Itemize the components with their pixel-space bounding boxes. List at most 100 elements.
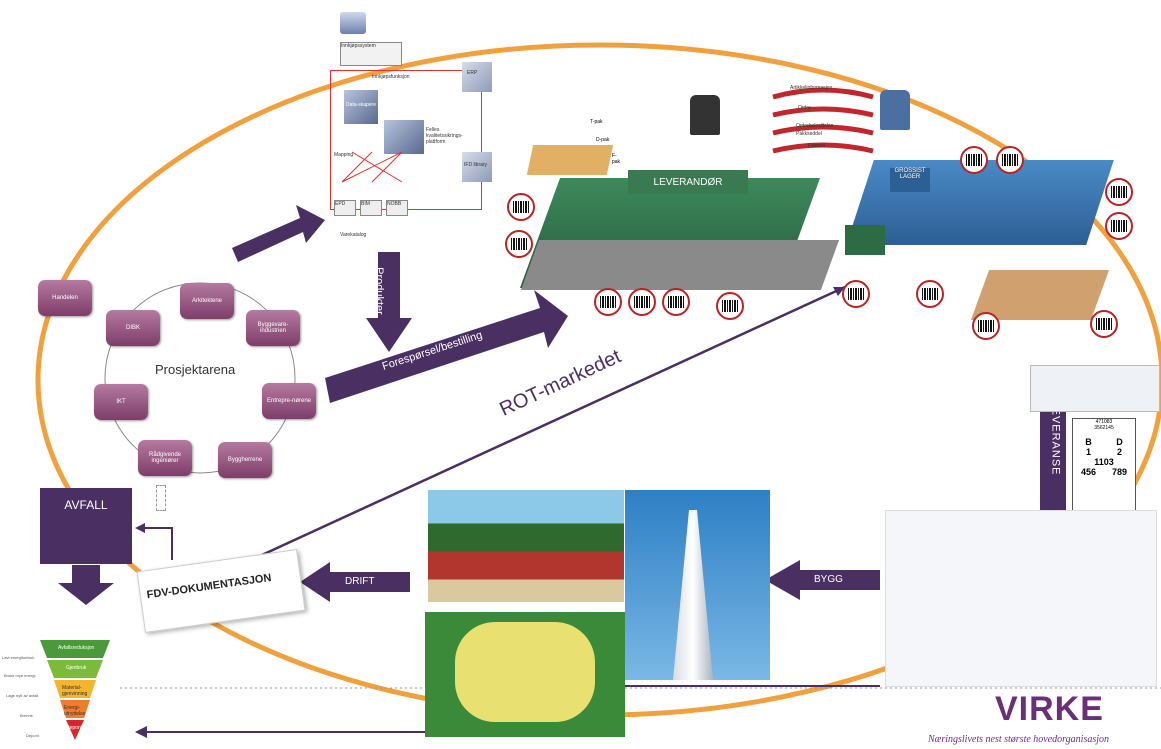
innkjopssystem-box: Innkjøpssystem	[340, 42, 402, 66]
data-creator-label: Data-skapere	[345, 102, 376, 108]
foresporsel-arrow	[325, 290, 568, 403]
barcode-icon	[594, 288, 622, 316]
label-cell: 2	[1116, 447, 1122, 457]
node-dibk: DIBK	[106, 310, 160, 346]
drift-arrow	[300, 562, 410, 602]
pyramid-note: Lage nytt av avfall	[6, 693, 39, 698]
bygg-label: BYGG	[814, 574, 843, 585]
pyramid-level: Energi-utnyttelse	[64, 705, 86, 717]
erp-label: ERP	[467, 70, 478, 76]
step-artikkel: Artikkelinformasjon	[790, 85, 833, 91]
bim-box: BIM	[360, 200, 382, 216]
ifd-server	[462, 152, 492, 182]
system-diagram: Innkjøpssystem Innkjøpsfunksjon Data-ska…	[322, 12, 498, 242]
barcode-icon	[916, 280, 944, 308]
grossist-sign: GROSSIST LAGER	[890, 168, 930, 192]
label-cell: 1103	[1094, 457, 1114, 467]
site-plan-plots	[455, 622, 595, 722]
label-cell: 1	[1085, 447, 1091, 457]
site-plan-map	[425, 612, 625, 737]
platform-label: Felles kvalitetssikrings-plattform	[426, 127, 463, 145]
nobb-box: NOBB	[386, 200, 408, 216]
buyer-person	[690, 95, 720, 135]
step-pakkseddel: Pakkseddel	[796, 131, 822, 137]
step-ordre: Ordre	[798, 105, 811, 111]
innkjopsfunksjon-label: Innkjøpsfunksjon	[372, 74, 410, 80]
node-entreprenorene: Entrepre-nørene	[262, 383, 316, 419]
node-byggherrene: Byggherrene	[218, 442, 272, 478]
grossist-warehouse	[846, 160, 1114, 245]
data-creator-cube	[344, 90, 378, 124]
label-cell: 456	[1080, 467, 1097, 477]
barcode-icon	[628, 288, 656, 316]
bygg-arrow	[765, 560, 880, 600]
step-ordrebekreftelse: Ordrebekreftelse	[796, 123, 834, 129]
truck	[845, 225, 885, 255]
label-code1: 471083	[1095, 419, 1113, 425]
pyramid-level: Avfallsreduksjon	[58, 645, 95, 651]
node-ikt: IKT	[94, 384, 148, 420]
pyramid-level: Deponi	[66, 725, 82, 731]
node-radgivende: Rådgivende ingeniører	[138, 440, 192, 476]
produkter-arrow	[366, 252, 412, 352]
building-photo-burj	[625, 490, 770, 680]
tower-shape	[673, 510, 713, 680]
mapping-lines	[341, 151, 403, 183]
dpak-label: D-pak	[596, 137, 610, 143]
barcode-icon	[1105, 212, 1133, 240]
pyramid-note: Lavt energiforbruk	[2, 655, 35, 660]
pyramid-note: Deponi	[26, 733, 39, 738]
node-handelen: Handelen	[38, 280, 92, 316]
label-cell: B	[1085, 437, 1092, 447]
computer-icon	[340, 12, 366, 34]
tpak-label: T-pak	[590, 119, 603, 125]
varekatalog-label: Varekatalog	[340, 232, 367, 238]
fpak-label: F-pak	[612, 153, 621, 165]
fdv-to-avfall-head	[135, 523, 145, 533]
pallet-illustration: T-pak D-pak F-pak	[520, 115, 620, 185]
person-icon	[156, 485, 166, 511]
barcode-icon	[716, 292, 744, 320]
construction-process-sketch	[885, 510, 1157, 687]
node-arkitektene: Arkitektene	[180, 283, 234, 319]
label-cell: D	[1116, 437, 1123, 447]
barcode-icon	[972, 312, 1000, 340]
epd-box: EPD	[334, 200, 356, 216]
leveranse-arrow	[1028, 378, 1078, 545]
barcode-icon	[842, 280, 870, 308]
erp-server	[462, 62, 492, 92]
virke-slogan: Næringslivets nest største hovedorganisa…	[928, 734, 1110, 745]
produkter-label: Produkter	[372, 267, 385, 315]
ifd-label: IFD library	[464, 162, 488, 168]
mapping-label: Mapping	[334, 152, 354, 158]
waste-pyramid	[40, 640, 110, 740]
platform-cube	[384, 120, 424, 154]
pyramid-note: Brenne	[20, 713, 33, 718]
pyramid-level: Material-gjenvinning	[62, 685, 88, 697]
barcode-icon	[996, 146, 1024, 174]
barcode-icon	[507, 193, 535, 221]
fdv-to-avfall-line	[142, 527, 173, 560]
small-process-thumbnail	[1030, 365, 1160, 412]
leverandor-floor	[520, 240, 840, 290]
virke-logo: VIRKE	[995, 690, 1104, 728]
pallet-stack	[526, 145, 614, 175]
barcode-icon	[1090, 310, 1118, 338]
building-photo-houses	[428, 490, 624, 602]
pyramid-level: Gjenbruk	[66, 665, 87, 671]
barcode-icon	[662, 288, 690, 316]
process-arrows	[772, 87, 874, 154]
process-cycle: Artikkelinformasjon Ordre Ordrebekreftel…	[768, 85, 878, 160]
arena-title: Prosjektarena	[155, 362, 236, 377]
rot-line	[239, 285, 846, 567]
step-faktura: Faktura	[808, 143, 825, 149]
barcode-icon	[960, 146, 988, 174]
label-cell: 789	[1111, 467, 1128, 477]
avfall-arrow	[58, 565, 114, 605]
drift-label: DRIFT	[345, 576, 375, 587]
pyramid-note: Bruke mye energi	[4, 673, 36, 678]
seller-person	[880, 90, 910, 130]
node-byggevareindustrien: Byggevare-industrien	[246, 310, 300, 346]
bottom-return-head	[135, 726, 147, 738]
